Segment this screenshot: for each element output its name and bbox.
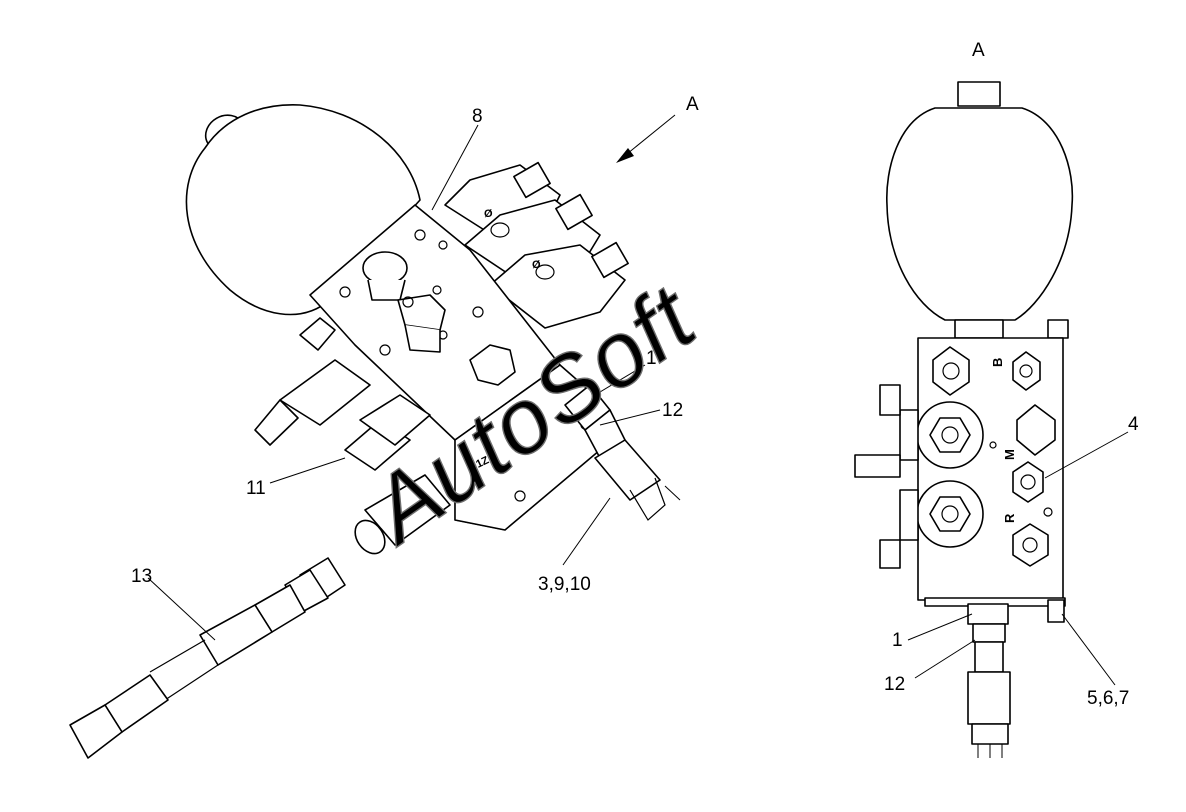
callout-1-right: 1 [892,630,903,651]
port-mark-r: R [1002,513,1017,523]
view-a-ports [932,346,1056,567]
svg-text:Ø: Ø [484,208,493,220]
callout-5-6-7: 5,6,7 [1087,688,1129,709]
pressure-sensor-fitting [564,384,681,521]
callout-13: 13 [131,566,152,587]
hose-assembly [69,557,346,759]
left-fittings [254,317,451,555]
port-mark-m: M [1002,449,1017,460]
solenoid-valve-stack: Ø Ø [444,161,629,329]
callout-3-9-10: 3,9,10 [538,574,591,595]
solenoid-coils-view-a [854,384,984,569]
callout-1-left: 1 [646,348,657,369]
view-a-elevation [854,81,1129,758]
svg-text:Ø: Ø [532,259,541,271]
part-mark-1z: 1Z [474,454,491,470]
view-title: A [972,40,985,61]
block-top-fittings [362,251,516,386]
bottom-fittings-view-a [967,599,1065,758]
view-direction-arrow [616,114,676,163]
leader-lines-right [907,431,1129,686]
view-arrow-label: A [686,94,699,115]
callout-4: 4 [1128,414,1139,435]
callout-12-left: 12 [662,400,683,421]
port-mark-b: B [990,358,1005,367]
accumulator-view-a [886,81,1074,339]
callout-8: 8 [472,106,483,127]
callout-11: 11 [246,478,266,499]
isometric-assembly-view: Ø Ø [69,104,681,759]
leader-lines-left [147,124,661,641]
callout-12-right: 12 [884,674,905,695]
